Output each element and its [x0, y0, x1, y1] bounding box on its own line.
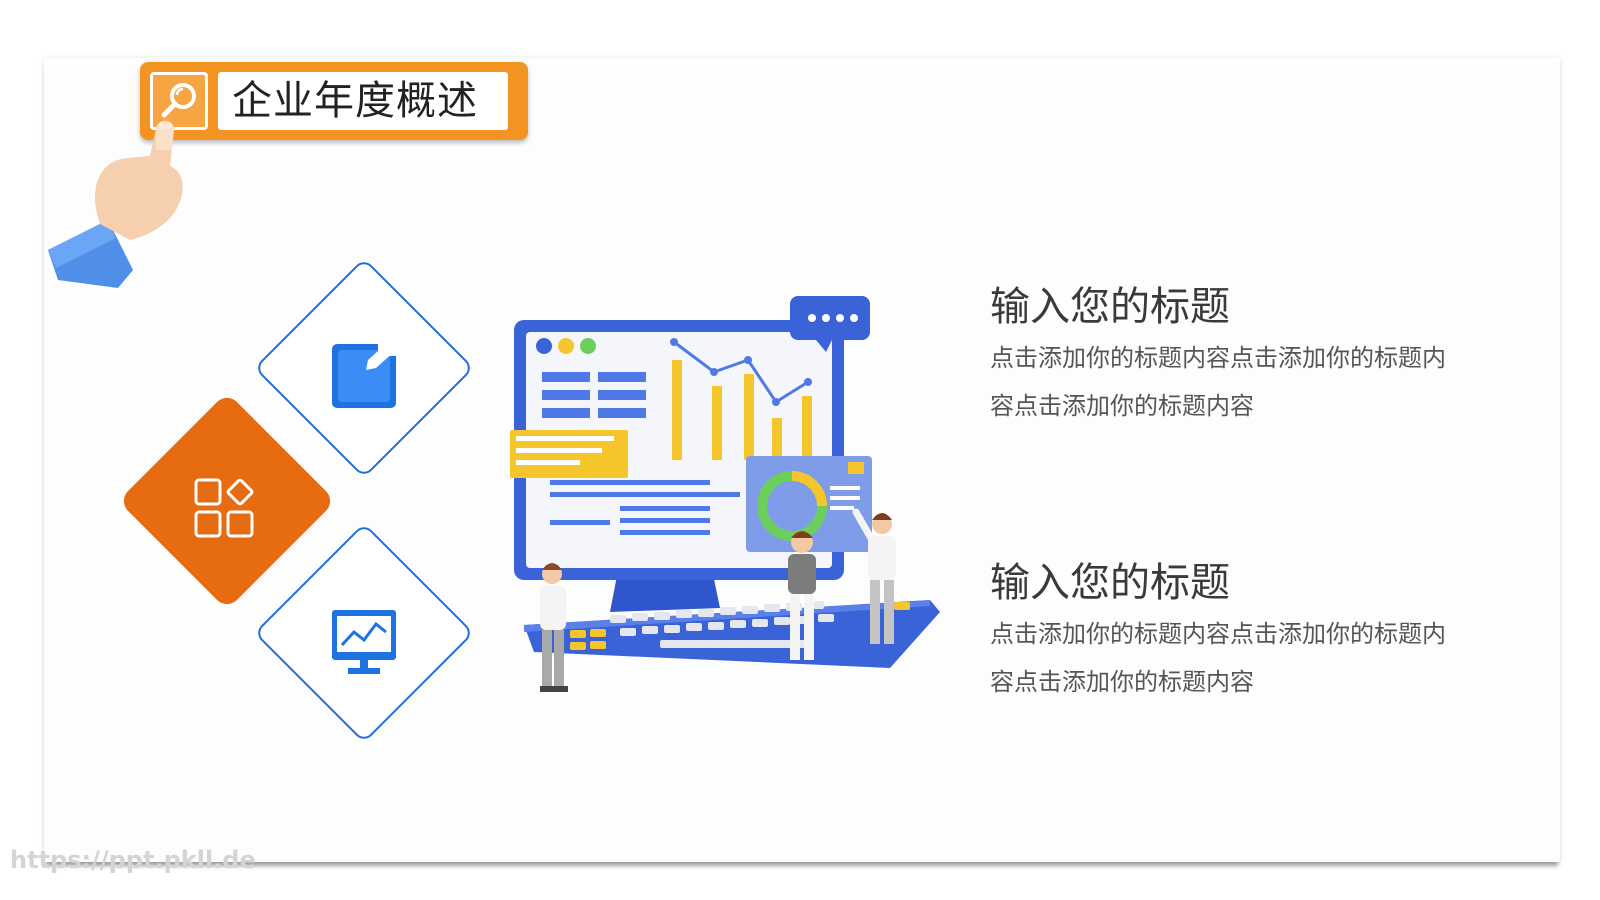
edit-icon: [332, 342, 396, 408]
apps-grid-icon: [194, 478, 254, 538]
magnifier-icon: [150, 72, 208, 130]
computer-dashboard-illustration: [510, 296, 940, 692]
edit-diamond[interactable]: [255, 260, 473, 477]
item-1-body: 点击添加你的标题内容点击添加你的标题内容点击添加你的标题内容: [990, 344, 1446, 420]
page-title: 企业年度概述: [232, 78, 478, 124]
feature-diamonds: [118, 260, 473, 742]
pointing-hand-icon: [48, 120, 183, 288]
person-left: [540, 563, 568, 692]
watermark-url: https://ppt.pkll.de: [10, 846, 256, 874]
title-bar: 企业年度概述: [140, 62, 528, 140]
apps-diamond[interactable]: [118, 392, 336, 610]
monitor-chart-icon: [332, 610, 396, 674]
item-2-title: 输入您的标题: [990, 560, 1230, 606]
item-2-body: 点击添加你的标题内容点击添加你的标题内容点击添加你的标题内容: [990, 620, 1446, 696]
person-middle: [788, 531, 816, 660]
person-right: [852, 508, 896, 644]
title-text-box: 企业年度概述: [218, 72, 508, 130]
chart-diamond[interactable]: [255, 524, 473, 742]
item-1-title: 输入您的标题: [990, 284, 1230, 330]
